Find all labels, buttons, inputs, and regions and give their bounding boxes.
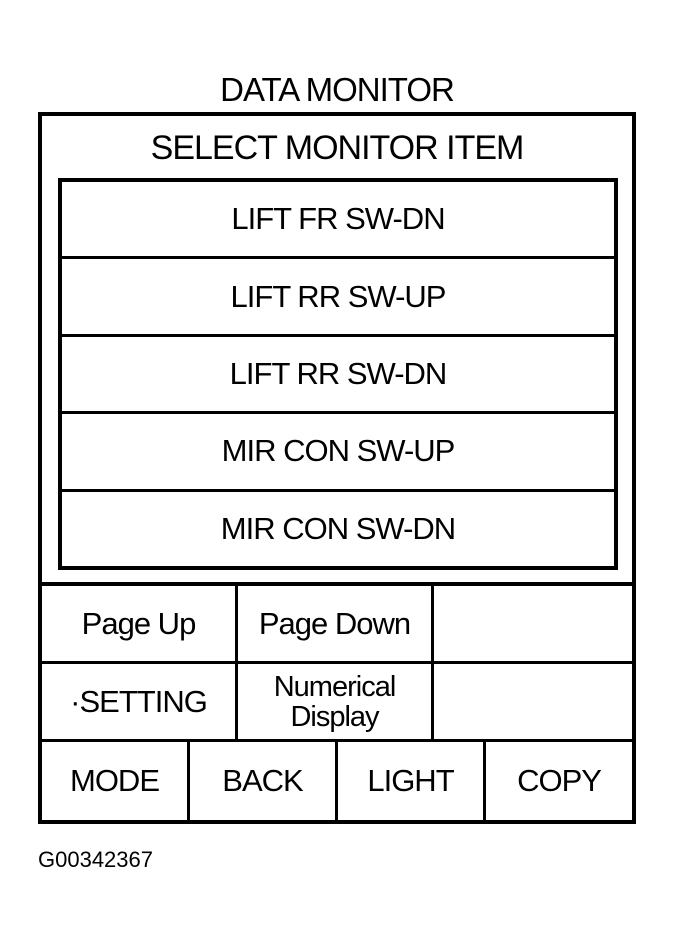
monitor-item-lift-fr-sw-dn[interactable]: LIFT FR SW-DN	[62, 182, 614, 260]
monitor-item-lift-rr-sw-up[interactable]: LIFT RR SW-UP	[62, 259, 614, 337]
page-up-button[interactable]: Page Up	[42, 586, 238, 661]
numerical-display-label-line1: Numerical	[273, 670, 397, 703]
numerical-display-label-line2: Display	[290, 700, 379, 733]
empty-button-slot-1	[434, 586, 632, 661]
copy-button[interactable]: COPY	[517, 763, 602, 798]
figure-id: G00342367	[38, 847, 153, 872]
mode-button[interactable]: MODE	[42, 742, 190, 820]
monitor-item-lift-rr-sw-dn[interactable]: LIFT RR SW-DN	[62, 337, 614, 415]
monitor-item-mir-con-sw-up[interactable]: MIR CON SW-UP	[62, 414, 614, 492]
light-button[interactable]: LIGHT	[338, 742, 486, 820]
button-row-2: ·SETTING Numerical Display	[42, 664, 632, 742]
button-row-1: Page Up Page Down	[42, 586, 632, 664]
empty-button-slot-2	[434, 664, 632, 739]
monitor-panel: SELECT MONITOR ITEM LIFT FR SW-DN LIFT R…	[38, 112, 636, 824]
screen-title: DATA MONITOR	[220, 71, 455, 108]
button-row-3: MODE BACK LIGHT COPY	[42, 742, 632, 820]
page-down-button[interactable]: Page Down	[238, 586, 434, 661]
back-button[interactable]: BACK	[190, 742, 338, 820]
monitor-item-mir-con-sw-dn[interactable]: MIR CON SW-DN	[220, 510, 456, 546]
monitor-item-list: LIFT FR SW-DN LIFT RR SW-UP LIFT RR SW-D…	[58, 178, 618, 570]
panel-heading: SELECT MONITOR ITEM	[150, 129, 525, 167]
button-grid: Page Up Page Down ·SETTING Numerical Dis…	[42, 582, 632, 820]
setting-button[interactable]: ·SETTING	[42, 664, 238, 739]
numerical-display-button[interactable]: Numerical Display	[238, 664, 434, 739]
